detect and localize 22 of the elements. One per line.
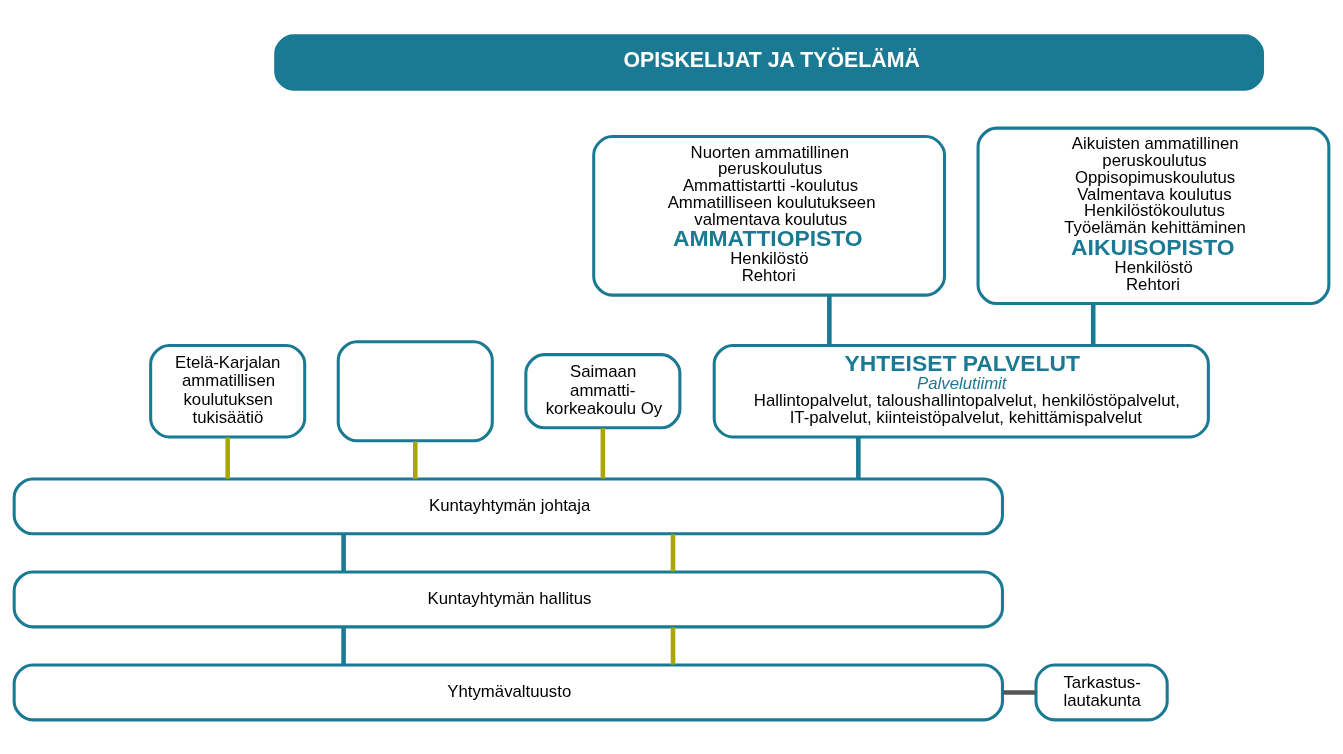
connector	[600, 427, 606, 478]
connector	[827, 294, 832, 345]
connector	[670, 533, 676, 571]
connector	[1002, 689, 1036, 695]
node-box: Yhtymävaltuusto	[12, 662, 1004, 721]
node-box: Kuntayhtymän johtaja	[12, 476, 1004, 535]
node-box	[336, 339, 494, 442]
connector	[670, 626, 676, 665]
connector	[856, 436, 861, 479]
node-box: Kuntayhtymän hallitus	[12, 569, 1004, 628]
connector	[412, 440, 418, 479]
connector	[225, 436, 230, 479]
node-box: Nuorten ammatillinen peruskoulutus Ammattistartti -koulutus Ammatilliseen koulutukseen valmentava koulutus AMMATTIOPISTO Henkilöstö Rehtori	[592, 134, 947, 297]
node-box: Etelä-Karjalan ammatillisen koulutuksen tukisäätiö	[149, 343, 307, 438]
node-box: Aikuisten ammatillinen peruskoulutus Oppisopimuskoulutus Valmentava koulutus Henkilöstökoulutus Työelämän kehittäminen AIKUISOPISTO Henkilöstö Rehtori	[976, 126, 1331, 305]
node-box: Saimaan ammatti- korkeakoulu Oy	[524, 352, 682, 429]
node-box: YHTEISET PALVELUT Palvelutiimit Hallintopalvelut, taloushallintopalvelut, henkilöstöpalvelut, IT-palvelut, kiinteistöpalvelut, kehittämispalvelut	[712, 343, 1210, 438]
node-box: Tarkastus- lautakunta	[1034, 662, 1169, 721]
node-box: OPISKELIJAT JA TYÖELÄMÄ	[274, 33, 1265, 91]
connector	[1090, 303, 1096, 345]
connector	[341, 533, 346, 571]
connector	[341, 626, 346, 665]
